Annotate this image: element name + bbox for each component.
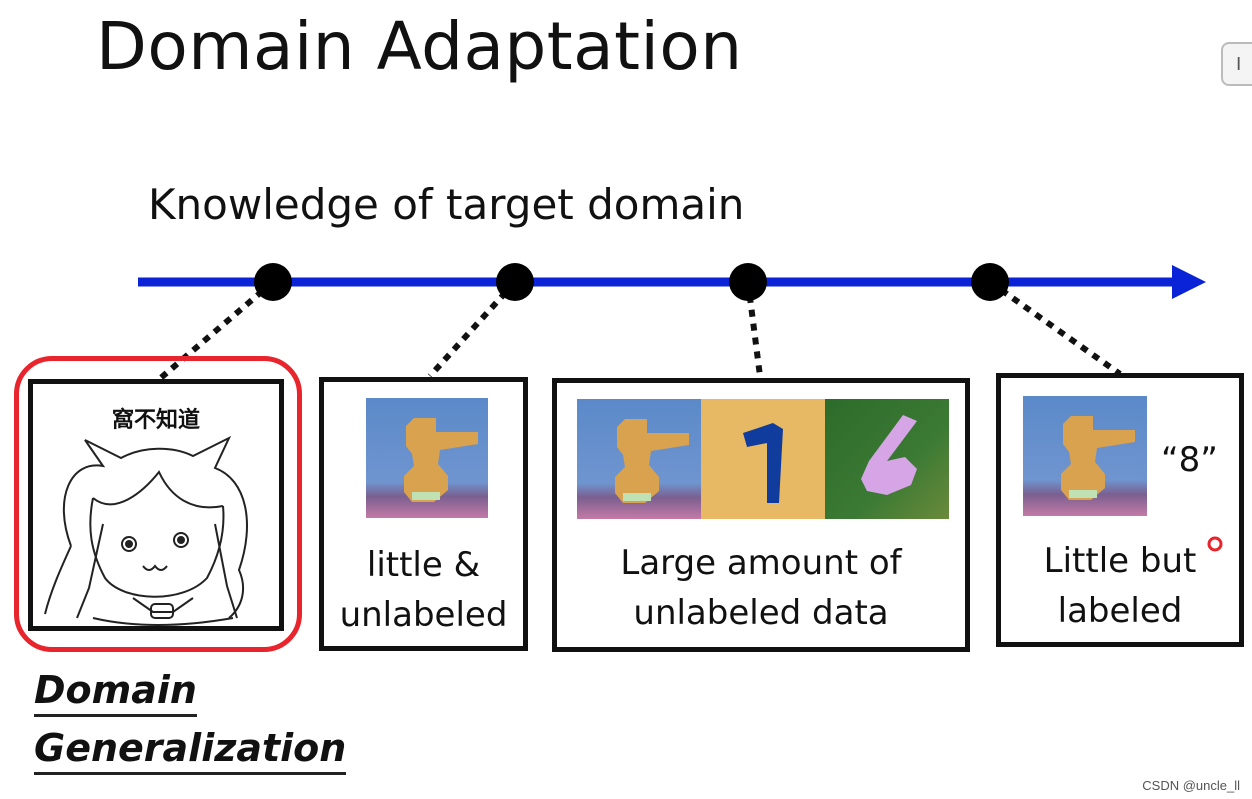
class-label: “8” [1161,440,1218,480]
slide-title: Domain Adaptation [96,8,743,85]
side-panel-tab[interactable]: I [1221,42,1252,86]
side-panel-tab-glyph: I [1236,54,1242,75]
axis-point-2 [496,263,534,301]
usps-sample-image [701,399,825,519]
box-little-unlabeled: little & unlabeled [319,377,528,651]
box-little-labeled: “8” Little but labeled [996,373,1244,647]
digit-8-glyph [404,418,478,502]
caption-line-2: unlabeled data [633,593,889,633]
caption-line-1: Large amount of [620,543,902,583]
box-no-knowledge: 窩不知道 [28,379,284,631]
caption-line-1: little & [366,545,481,585]
box-large-unlabeled: Large amount of unlabeled data [552,378,970,652]
mnist-m-sample-image [577,399,701,519]
digit-1-glyph [743,423,783,503]
red-pointer-dot [1207,536,1223,552]
meme-caption: 窩不知道 [111,408,200,433]
axis-point-3 [729,263,767,301]
svhn-sample-image [825,399,949,519]
connector-1 [154,279,275,385]
axis-label: Knowledge of target domain [148,180,745,229]
domain-generalization-label-line1: Domain [34,668,197,717]
knowledge-axis-arrowhead [1172,265,1206,299]
caption-line-2: unlabeled [339,595,508,635]
axis-point-1 [254,263,292,301]
mnist-m-sample-image [366,398,488,518]
domain-generalization-label-line2: Generalization [34,726,347,775]
mnist-m-sample-image [1023,396,1147,516]
connector-2 [427,279,518,379]
domain-generalization-highlight [14,356,302,652]
digit-8-glyph [615,419,689,503]
digit-8-glyph [1061,416,1135,500]
caption-line-1: Little but [1043,541,1197,581]
cat-girl-illustration [44,435,248,626]
connector-4 [988,279,1122,377]
axis-point-4 [971,263,1009,301]
watermark: CSDN @uncle_ll [1142,778,1240,793]
digit-6-glyph [861,415,917,495]
caption-line-2: labeled [1057,591,1183,631]
